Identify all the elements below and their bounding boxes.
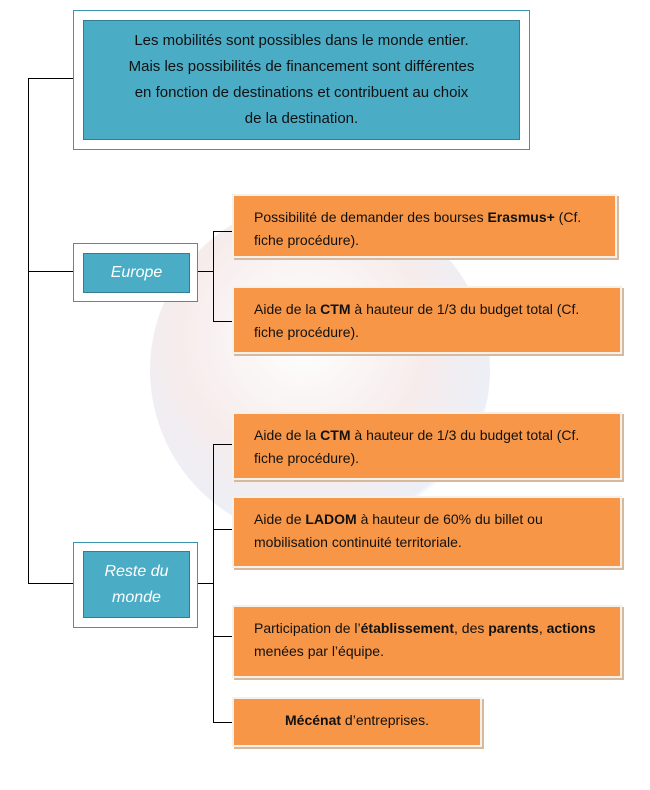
item-text: , des — [454, 620, 489, 636]
intro-line: de la destination. — [244, 110, 359, 127]
item-text-bold: Mécénat — [285, 712, 342, 728]
intro-line: Les mobilités sont possibles dans le mon… — [134, 32, 469, 49]
intro-line: en fonction de destinations et contribue… — [134, 84, 469, 101]
reste-bracket — [213, 444, 233, 445]
reste-bracket — [213, 529, 233, 530]
reste-funding-item: Participation de l’établissement, des pa… — [232, 605, 622, 678]
reste-bracket — [198, 583, 213, 584]
item-text: menées par l’équipe. — [254, 643, 384, 659]
europe-bracket — [213, 231, 214, 322]
reste-bracket — [213, 722, 233, 723]
item-text-bold: LADOM — [305, 511, 357, 527]
reste-bracket — [213, 636, 233, 637]
item-text-bold: parents — [488, 620, 539, 636]
item-text: Participation de l’ — [254, 620, 361, 636]
reste-label-line: monde — [112, 588, 161, 606]
item-text: Possibilité de demander des bourses — [254, 209, 488, 225]
europe-category: Europe — [83, 253, 190, 293]
intro-line: Mais les possibilités de financement son… — [128, 58, 475, 75]
item-text-bold: CTM — [320, 301, 351, 317]
item-text-bold: établissement — [360, 620, 454, 636]
reste-funding-item: Aide de la CTM à hauteur de 1/3 du budge… — [232, 412, 622, 480]
europe-label: Europe — [110, 264, 163, 281]
item-text: Aide de — [254, 511, 306, 527]
europe-funding-item: Aide de la CTM à hauteur de 1/3 du budge… — [232, 286, 622, 354]
europe-bracket — [213, 231, 233, 232]
europe-bracket — [198, 271, 213, 272]
europe-bracket — [213, 321, 233, 322]
item-text: à hauteur de 60% du billet ou mobilisati… — [254, 511, 543, 550]
item-text-bold: actions — [546, 620, 596, 636]
item-text: à hauteur de 1/3 du budget total (Cf. fi… — [254, 301, 580, 340]
item-text: Aide de la — [254, 427, 321, 443]
item-text-bold: CTM — [320, 427, 351, 443]
connector-reste — [28, 583, 73, 584]
item-text: Aide de la — [254, 301, 321, 317]
europe-funding-item: Possibilité de demander des bourses Eras… — [232, 194, 617, 258]
trunk-line — [28, 78, 29, 584]
connector-intro — [28, 78, 73, 79]
item-text: (Cf. fiche procédure). — [254, 209, 582, 248]
reste-funding-item: Mécénat d’entreprises. — [232, 697, 482, 747]
item-text: à hauteur de 1/3 du budget total (Cf. fi… — [254, 427, 580, 466]
connector-europe — [28, 271, 73, 272]
reste-category: Reste du monde — [83, 551, 190, 618]
item-text: , — [538, 620, 547, 636]
reste-funding-item: Aide de LADOM à hauteur de 60% du billet… — [232, 496, 622, 568]
reste-label-line: Reste du — [104, 562, 169, 580]
item-text: d’entreprises. — [341, 712, 429, 728]
intro-box: Les mobilités sont possibles dans le mon… — [83, 20, 520, 140]
reste-bracket — [213, 444, 214, 723]
item-text-bold: Erasmus+ — [487, 209, 555, 225]
